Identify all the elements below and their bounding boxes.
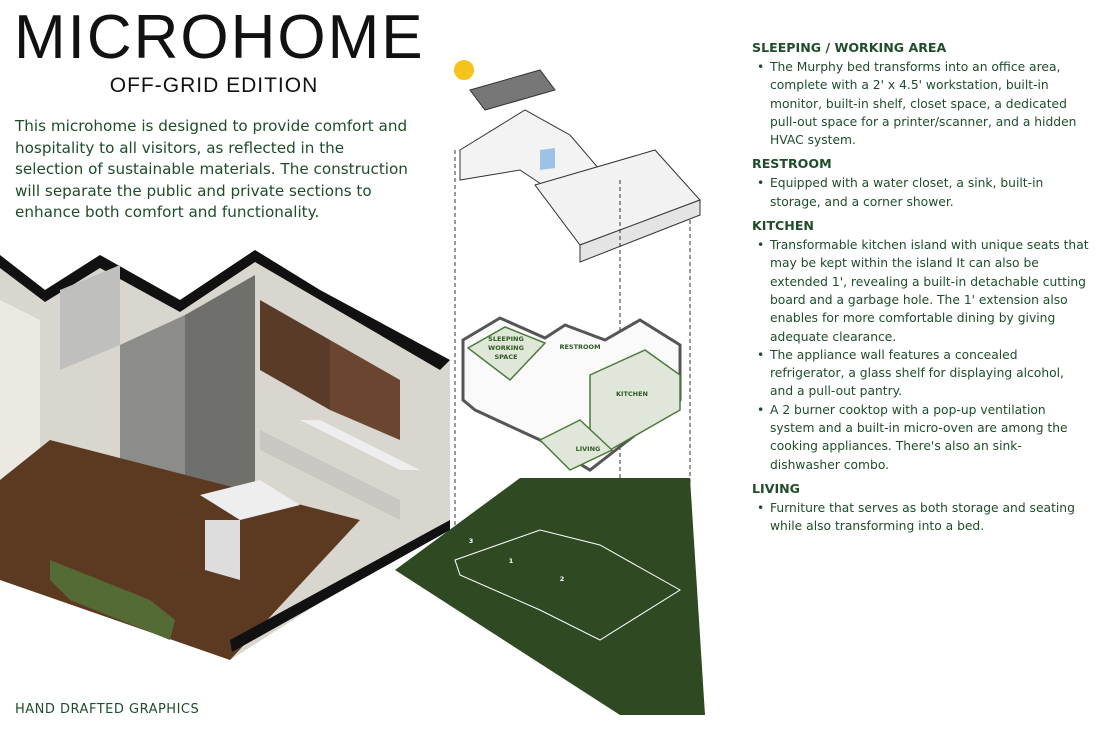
section-title: LIVING	[752, 480, 801, 496]
label-kitchen: KITCHEN	[616, 390, 648, 398]
bullet: Furniture that serves as both storage an…	[750, 499, 1090, 536]
bullet: The appliance wall features a concealed …	[750, 346, 1090, 401]
section-title: KITCHEN	[752, 218, 814, 234]
label-working: WORKING	[488, 344, 524, 352]
bullet: The Murphy bed transforms into an office…	[750, 58, 1090, 149]
label-living: LIVING	[576, 445, 601, 453]
section-kitchen: KITCHEN Transformable kitchen island wit…	[750, 218, 1090, 474]
page-title: MICROHOME	[14, 3, 425, 72]
section-sleeping-working: SLEEPING / WORKING AREA The Murphy bed t…	[750, 40, 1090, 149]
bullet: Transformable kitchen island with unique…	[750, 236, 1090, 346]
sun-icon	[454, 60, 474, 80]
footer-credit: HAND DRAFTED GRAPHICS	[15, 702, 200, 717]
exploded-axonometric-diagram	[395, 60, 705, 715]
label-space: SPACE	[494, 353, 517, 361]
plan-number-3: 3	[469, 537, 474, 545]
section-living: LIVING Furniture that serves as both sto…	[750, 481, 1090, 536]
plan-number-1: 1	[509, 557, 514, 565]
intro-paragraph: This microhome is designed to provide co…	[15, 117, 408, 221]
section-restroom: RESTROOM Equipped with a water closet, a…	[750, 156, 1090, 211]
section-title: SLEEPING / WORKING AREA	[752, 40, 947, 55]
plan-number-2: 2	[560, 575, 565, 583]
label-restroom: RESTROOM	[559, 343, 600, 351]
label-sleeping: SLEEPING	[488, 335, 524, 343]
bullet: Equipped with a water closet, a sink, bu…	[750, 174, 1090, 211]
bullet: A 2 burner cooktop with a pop-up ventila…	[750, 401, 1090, 474]
room-descriptions: SLEEPING / WORKING AREA The Murphy bed t…	[750, 40, 1090, 543]
section-title: RESTROOM	[752, 156, 832, 172]
interior-rendering	[0, 250, 450, 660]
page-subtitle: OFF-GRID EDITION	[109, 74, 319, 97]
